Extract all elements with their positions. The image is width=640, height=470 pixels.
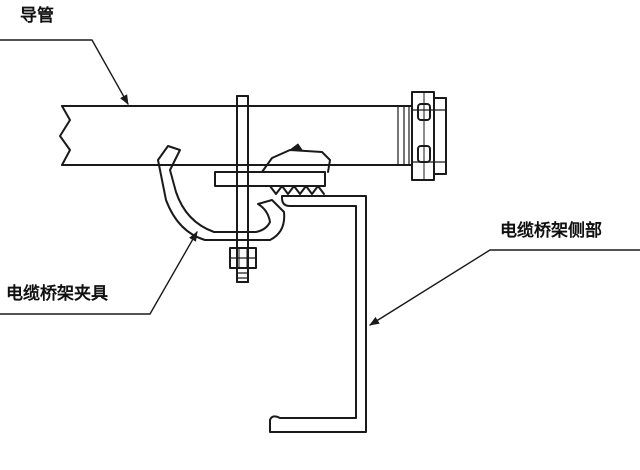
clamp-hook	[158, 146, 284, 240]
label-cable-tray-side: 电缆桥架侧部	[500, 221, 602, 241]
clamp-nut	[230, 248, 256, 268]
threaded-rod	[237, 96, 248, 282]
leader-tray-side	[369, 250, 640, 325]
leader-clamp	[0, 231, 197, 314]
label-cable-tray-clamp: 电缆桥架夹具	[6, 284, 108, 304]
leader-conduit	[0, 40, 128, 105]
clamp-top-plate	[215, 144, 330, 194]
label-conduit: 导管	[20, 6, 54, 26]
conduit-end-nut	[412, 92, 446, 180]
cable-tray-side	[270, 196, 366, 432]
